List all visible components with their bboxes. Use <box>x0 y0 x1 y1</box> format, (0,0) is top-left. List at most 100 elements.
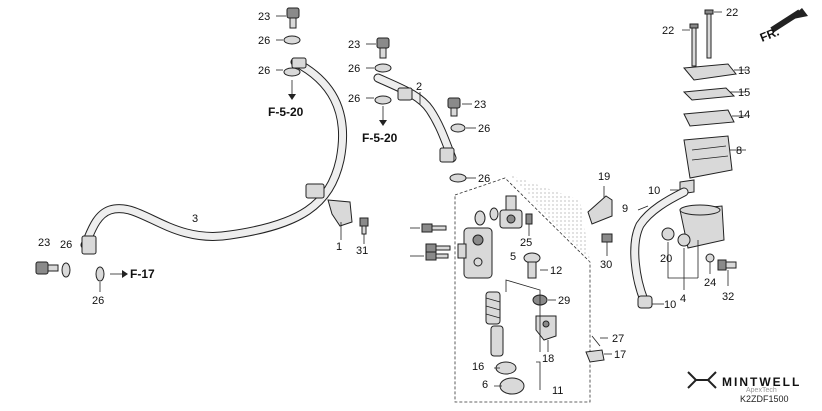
reservoir-cover-4 <box>679 204 725 249</box>
hose-end-fitting-left <box>81 235 97 255</box>
hose-2 <box>373 73 457 163</box>
assembly-outline <box>454 177 591 403</box>
bracket-11-lead <box>536 361 541 390</box>
label-26-c: 26 <box>348 63 360 75</box>
label-22-a: 22 <box>662 25 674 37</box>
o-ring-a <box>474 210 486 226</box>
washer-26-f <box>374 95 392 105</box>
label-24: 24 <box>704 277 716 289</box>
label-23-b: 23 <box>348 39 360 51</box>
bolt-left-1 <box>410 223 447 233</box>
label-12: 12 <box>550 265 562 277</box>
dotted-region <box>510 175 590 262</box>
label-2: 2 <box>416 81 422 93</box>
bolt-30 <box>601 233 613 256</box>
label-16: 16 <box>472 361 484 373</box>
watermark: ApexTech <box>746 387 777 394</box>
label-10-b: 10 <box>664 299 676 311</box>
bracket-19 <box>587 195 613 225</box>
label-6: 6 <box>482 379 488 391</box>
washer-26-c <box>61 262 71 278</box>
label-23-a: 23 <box>258 11 270 23</box>
label-15: 15 <box>738 87 750 99</box>
label-4: 4 <box>680 293 686 305</box>
mintwell-logo-icon <box>687 371 717 389</box>
label-11: 11 <box>552 385 563 397</box>
label-10-a: 10 <box>648 185 660 197</box>
cap-6 <box>499 377 525 395</box>
label-26-b: 26 <box>258 65 270 77</box>
label-3: 3 <box>192 213 198 225</box>
arrow-right-bottom <box>122 270 128 278</box>
bolt-23-top-left <box>276 7 300 29</box>
spring <box>485 291 501 325</box>
washer-26-a <box>283 35 301 45</box>
label-31: 31 <box>356 245 368 257</box>
washer-26-b <box>283 67 301 77</box>
clamp-1 <box>327 199 353 240</box>
bolt-23-right-hose <box>447 97 472 117</box>
bolts-22 <box>682 9 722 67</box>
label-29: 29 <box>558 295 570 307</box>
label-8: 8 <box>736 145 742 157</box>
ref-f-17: F-17 <box>130 267 155 281</box>
label-19: 19 <box>598 171 610 183</box>
label-18: 18 <box>542 353 554 365</box>
master-cylinder-body <box>457 227 493 279</box>
label-17: 17 <box>614 349 626 361</box>
direction-label: FR. <box>758 25 781 45</box>
hose-end-fitting-top <box>291 57 307 69</box>
label-27: 27 <box>612 333 624 345</box>
ref-f-5-20-center: F-5-20 <box>362 131 398 145</box>
brand-name: MINTWELL <box>722 375 801 389</box>
label-22-b: 22 <box>726 7 738 19</box>
hose-2-collar <box>397 87 413 101</box>
grommet-20a <box>661 227 675 241</box>
label-30: 30 <box>600 259 612 271</box>
grommet-20b <box>677 233 691 247</box>
bracket-5-lead <box>505 279 541 352</box>
bolt-left-2 <box>425 243 451 253</box>
label-5: 5 <box>510 251 516 263</box>
label-20: 20 <box>660 253 672 265</box>
label-25: 25 <box>520 237 532 249</box>
washer-26-d <box>95 266 105 282</box>
piston <box>490 325 504 357</box>
diaphragm-14 <box>683 109 735 127</box>
reservoir-8 <box>683 135 746 179</box>
label-23-d: 23 <box>38 237 50 249</box>
label-32: 32 <box>722 291 734 303</box>
bolt-31 <box>359 217 369 244</box>
arrow-down-center <box>379 120 387 126</box>
clevis-18 <box>535 315 557 352</box>
bolt-32 <box>717 259 737 286</box>
label-26-h: 26 <box>92 295 104 307</box>
label-1: 1 <box>336 241 342 253</box>
hose-3 <box>80 57 348 255</box>
joint-12 <box>523 252 548 279</box>
label-26-a: 26 <box>258 35 270 47</box>
label-26-d: 26 <box>348 93 360 105</box>
label-14: 14 <box>738 109 750 121</box>
washer-26-g <box>450 123 466 133</box>
washer-24 <box>705 253 715 263</box>
hose-9 <box>630 187 689 305</box>
clip-10-bottom <box>637 295 653 309</box>
o-ring-b <box>489 207 499 221</box>
washer-26-h <box>449 173 467 183</box>
reservoir-cap-13 <box>683 63 737 81</box>
reservoir-joint <box>499 195 523 229</box>
label-23-c: 23 <box>474 99 486 111</box>
label-26-f: 26 <box>478 173 490 185</box>
diagram-code: K2ZDF1500 <box>740 394 789 404</box>
hose-clamp-band <box>305 183 325 199</box>
label-9: 9 <box>622 203 628 215</box>
ref-f-5-20-left: F-5-20 <box>268 105 304 119</box>
plate-15 <box>682 87 736 101</box>
bolt-23-center <box>366 37 390 59</box>
screw-25 <box>525 213 533 225</box>
nut-29 <box>532 294 556 306</box>
label-13: 13 <box>738 65 750 77</box>
